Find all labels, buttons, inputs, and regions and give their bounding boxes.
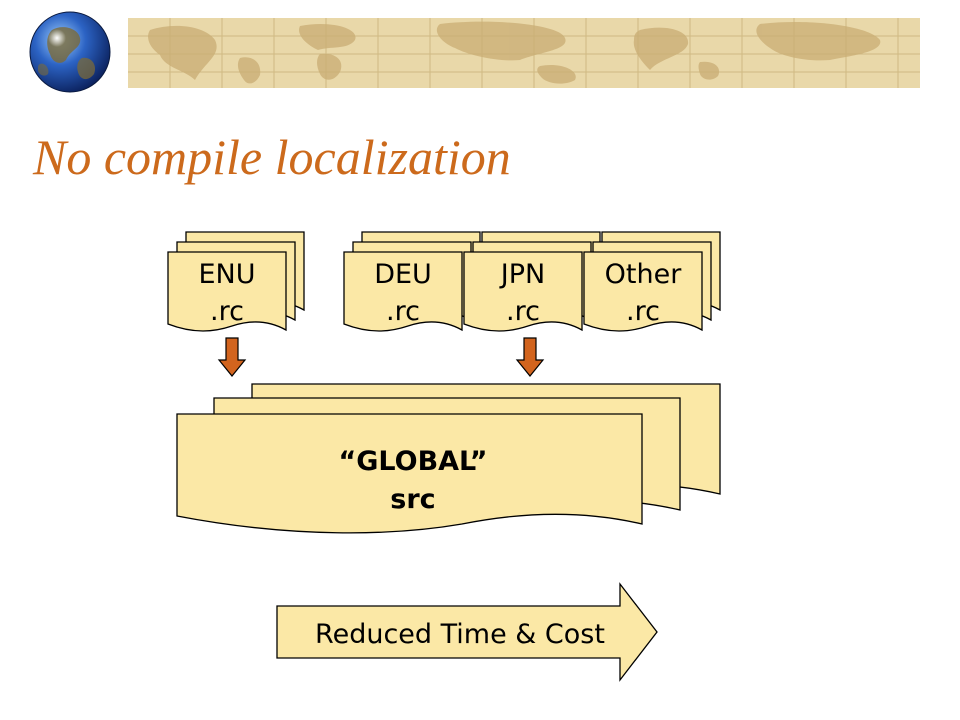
resource-file-enu: ENU .rc	[167, 231, 305, 332]
file-ext-label: .rc	[626, 296, 660, 327]
global-source-label: src	[390, 484, 435, 515]
globe-icon	[29, 11, 111, 93]
file-ext-label: .rc	[210, 296, 244, 327]
global-source-stack: “GLOBAL” src	[176, 383, 721, 534]
slide-title: No compile localization	[33, 129, 511, 185]
map-continents	[148, 21, 881, 84]
file-name-label: DEU	[374, 259, 432, 290]
global-source-label: “GLOBAL”	[338, 446, 487, 477]
file-name-label: Other	[605, 259, 683, 290]
resource-file-other: Other .rc	[583, 231, 721, 332]
file-name-label: ENU	[198, 259, 255, 290]
resource-file-jpn: JPN .rc	[463, 231, 601, 332]
down-arrow-icon	[217, 337, 247, 377]
file-ext-label: .rc	[506, 296, 540, 327]
benefit-arrow: Reduced Time & Cost	[276, 582, 658, 682]
resource-file-deu: DEU .rc	[343, 231, 481, 332]
benefit-arrow-label: Reduced Time & Cost	[315, 619, 605, 650]
file-name-label: JPN	[499, 259, 545, 290]
down-arrow-icon	[515, 337, 545, 377]
file-ext-label: .rc	[386, 296, 420, 327]
header-banner	[29, 11, 920, 93]
